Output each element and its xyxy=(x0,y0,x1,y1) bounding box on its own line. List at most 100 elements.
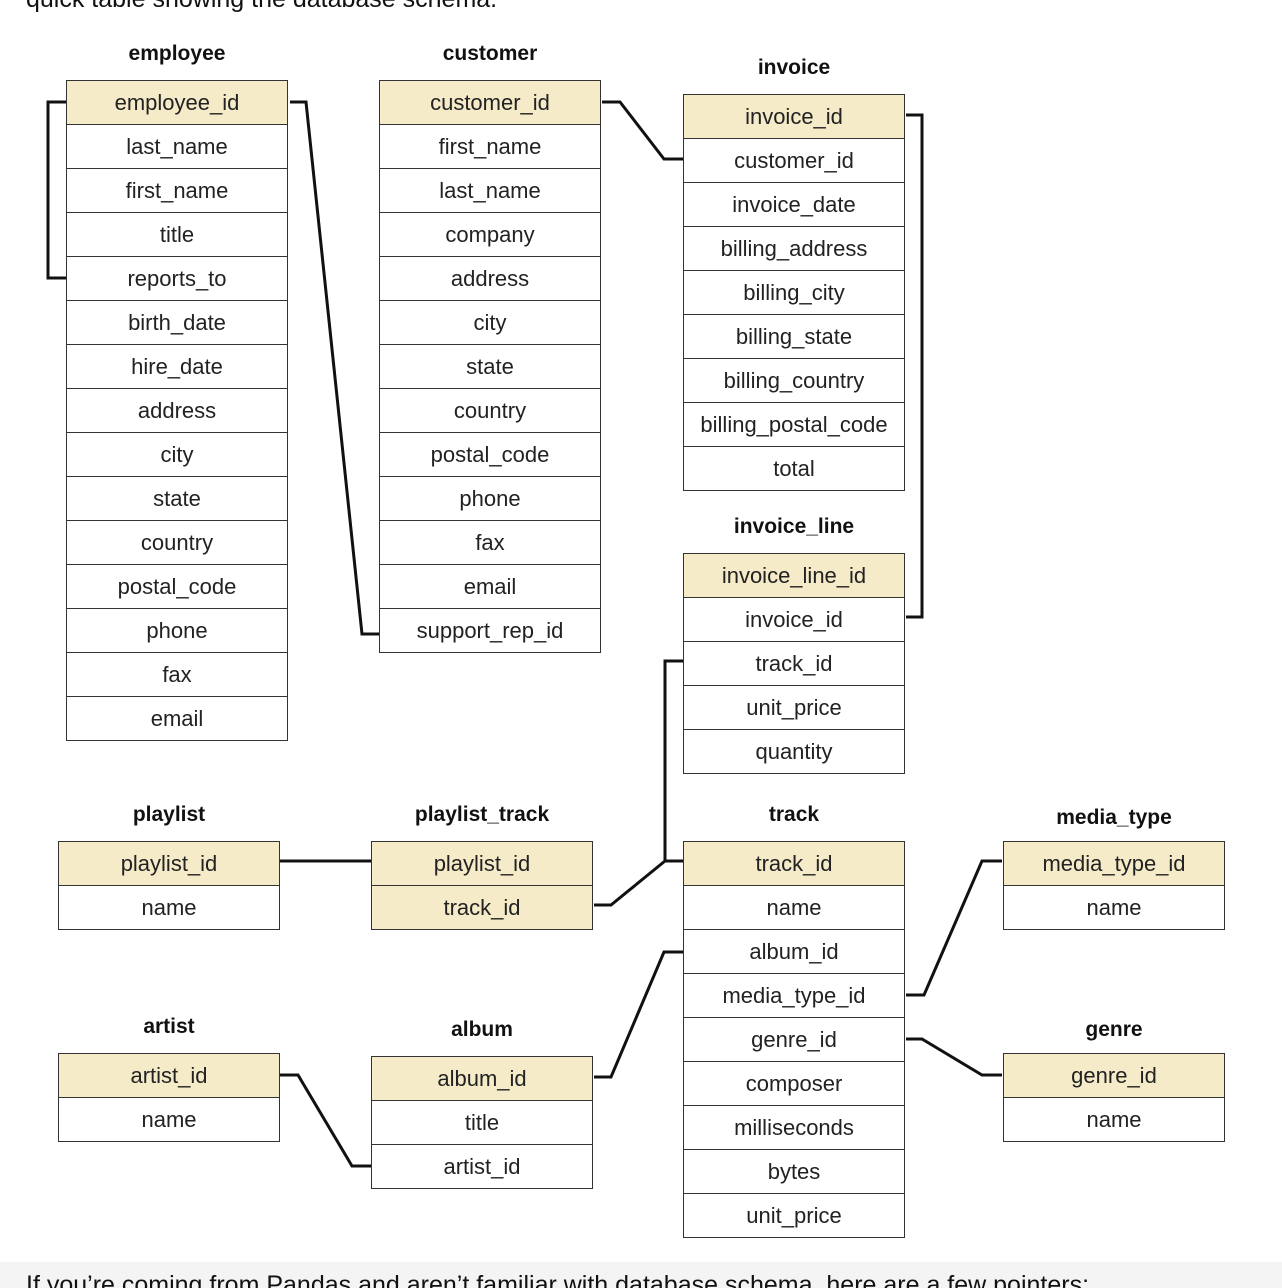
column-country: country xyxy=(380,389,600,433)
link-media-type-track xyxy=(906,859,1002,997)
link-invoice-invoice-line xyxy=(906,113,924,619)
column-city: city xyxy=(380,301,600,345)
table-title: track xyxy=(768,803,820,826)
table-title: album xyxy=(451,1018,513,1041)
column-title: title xyxy=(67,213,287,257)
column-name: name xyxy=(59,886,279,930)
column-composer: composer xyxy=(684,1062,904,1106)
link-employee-reports-to xyxy=(46,100,66,280)
column-customer-id: customer_id xyxy=(684,139,904,183)
column-first-name: first_name xyxy=(380,125,600,169)
table-title: playlist xyxy=(132,803,206,826)
column-support-rep-id: support_rep_id xyxy=(380,609,600,653)
table-title: invoice xyxy=(757,56,831,79)
column-fax: fax xyxy=(380,521,600,565)
column-birth-date: birth_date xyxy=(67,301,287,345)
intro-text: quick table showing the database schema. xyxy=(26,0,497,14)
column-billing-city: billing_city xyxy=(684,271,904,315)
column-name: name xyxy=(1004,1098,1224,1142)
table-title: playlist_track xyxy=(414,803,550,826)
column-milliseconds: milliseconds xyxy=(684,1106,904,1150)
column-company: company xyxy=(380,213,600,257)
column-hire-date: hire_date xyxy=(67,345,287,389)
column-artist-id: artist_id xyxy=(372,1145,592,1189)
column-title: title xyxy=(372,1101,592,1145)
bottom-text-band: If you’re coming from Pandas and aren’t … xyxy=(0,1262,1282,1288)
column-billing-address: billing_address xyxy=(684,227,904,271)
column-invoice-id: invoice_id xyxy=(684,598,904,642)
column-billing-state: billing_state xyxy=(684,315,904,359)
column-media-type-id: media_type_id xyxy=(1004,842,1224,886)
column-reports-to: reports_to xyxy=(67,257,287,301)
link-playlist-track-track xyxy=(594,859,666,907)
column-unit-price: unit_price xyxy=(684,686,904,730)
column-invoice-date: invoice_date xyxy=(684,183,904,227)
column-total: total xyxy=(684,447,904,491)
table-title: invoice_line xyxy=(733,515,855,538)
column-address: address xyxy=(380,257,600,301)
column-genre-id: genre_id xyxy=(1004,1054,1224,1098)
column-employee-id: employee_id xyxy=(67,81,287,125)
column-album-id: album_id xyxy=(684,930,904,974)
column-phone: phone xyxy=(380,477,600,521)
column-media-type-id: media_type_id xyxy=(684,974,904,1018)
column-playlist-id: playlist_id xyxy=(59,842,279,886)
column-playlist-id: playlist_id xyxy=(372,842,592,886)
table-title: genre xyxy=(1085,1018,1143,1041)
column-album-id: album_id xyxy=(372,1057,592,1101)
column-email: email xyxy=(380,565,600,609)
table-title: media_type xyxy=(1056,806,1172,829)
table-title: customer xyxy=(442,42,538,65)
column-billing-country: billing_country xyxy=(684,359,904,403)
column-email: email xyxy=(67,697,287,741)
column-last-name: last_name xyxy=(67,125,287,169)
column-state: state xyxy=(67,477,287,521)
column-name: name xyxy=(684,886,904,930)
column-genre-id: genre_id xyxy=(684,1018,904,1062)
link-artist-album xyxy=(280,1073,371,1168)
column-name: name xyxy=(1004,886,1224,930)
column-postal-code: postal_code xyxy=(380,433,600,477)
column-track-id: track_id xyxy=(372,886,592,930)
column-quantity: quantity xyxy=(684,730,904,774)
column-invoice-id: invoice_id xyxy=(684,95,904,139)
link-album-track xyxy=(594,950,683,1079)
column-city: city xyxy=(67,433,287,477)
column-billing-postal-code: billing_postal_code xyxy=(684,403,904,447)
column-last-name: last_name xyxy=(380,169,600,213)
link-track-invoice-line xyxy=(663,659,683,863)
column-track-id: track_id xyxy=(684,642,904,686)
column-first-name: first_name xyxy=(67,169,287,213)
table-title: employee xyxy=(128,42,226,65)
column-customer-id: customer_id xyxy=(380,81,600,125)
column-country: country xyxy=(67,521,287,565)
table-title: artist xyxy=(143,1015,195,1038)
column-state: state xyxy=(380,345,600,389)
column-invoice-line-id: invoice_line_id xyxy=(684,554,904,598)
column-fax: fax xyxy=(67,653,287,697)
column-bytes: bytes xyxy=(684,1150,904,1194)
